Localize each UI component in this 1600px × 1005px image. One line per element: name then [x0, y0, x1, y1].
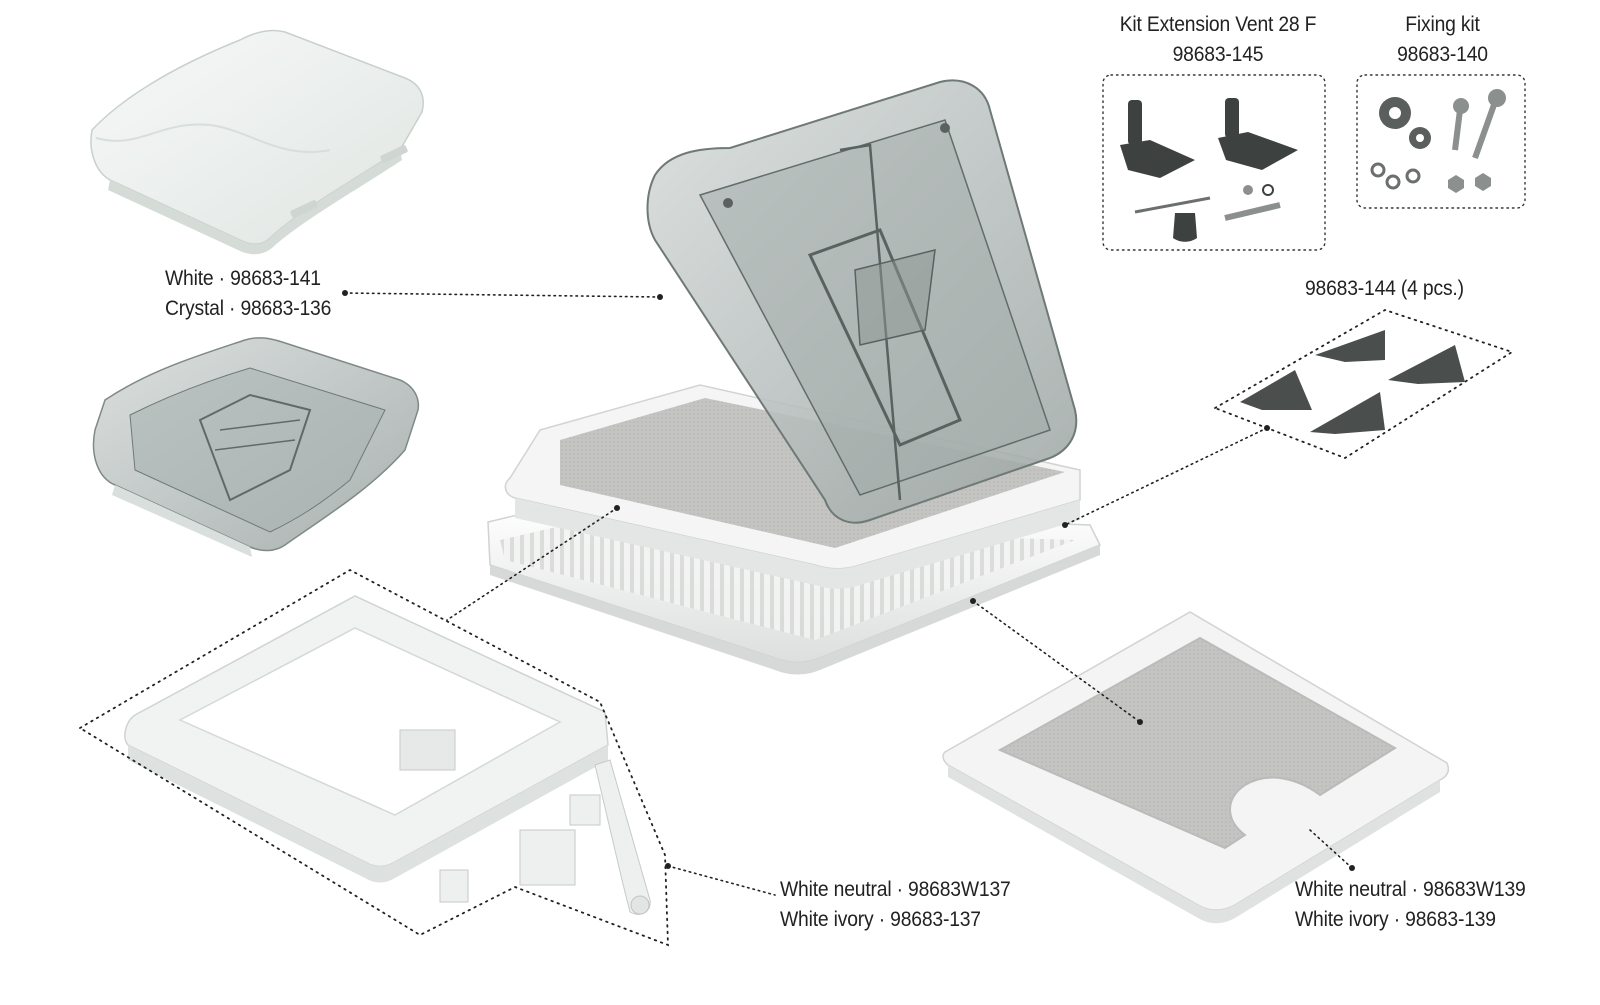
crystal-cover-part	[92, 337, 420, 557]
brackets-label: 98683-144 (4 pcs.)	[1305, 274, 1464, 304]
fixing-kit-parts	[1370, 89, 1506, 193]
cover-label-line2: Crystal · 98683-136	[165, 297, 332, 320]
cover-label: White · 98683-141 Crystal · 98683-136	[165, 264, 331, 324]
leader-lines	[342, 290, 1355, 896]
frame-label: White neutral · 98683W137 White ivory · …	[780, 875, 1011, 935]
brackets-label-line1: 98683-144 (4 pcs.)	[1305, 277, 1464, 300]
fixing-kit-label-line2: 98683-140	[1397, 43, 1488, 66]
cover-label-line1: White · 98683-141	[165, 267, 321, 290]
frame-label-line2: White ivory · 98683-137	[780, 908, 981, 931]
frame-label-line1: White neutral · 98683W137	[780, 878, 1011, 901]
frame-group-outline	[78, 568, 669, 947]
gear-icon	[1379, 97, 1431, 149]
screw-icon	[1452, 89, 1506, 160]
nut-icon	[1448, 173, 1491, 193]
inner-frame-part	[942, 611, 1450, 924]
inner-frame-label-line2: White ivory · 98683-139	[1295, 908, 1496, 931]
extension-kit-label-line1: Kit Extension Vent 28 F	[1119, 13, 1317, 36]
vent-assembly	[487, 79, 1102, 675]
brackets-group-outline	[1212, 309, 1515, 460]
white-cover-part	[90, 29, 424, 255]
extension-kit-label-line2: 98683-145	[1172, 43, 1264, 66]
inner-frame-label: White neutral · 98683W139 White ivory · …	[1295, 875, 1526, 935]
chain-icon	[1370, 162, 1421, 190]
extension-kit-parts	[1120, 98, 1298, 242]
brackets-parts	[1240, 330, 1465, 434]
fixing-kit-box	[1356, 74, 1526, 209]
extension-kit-label: Kit Extension Vent 28 F 98683-145	[1117, 10, 1319, 70]
inner-frame-label-line1: White neutral · 98683W139	[1295, 878, 1526, 901]
frame-part	[124, 595, 651, 915]
fixing-kit-label-line1: Fixing kit	[1405, 13, 1480, 36]
fixing-kit-label: Fixing kit 98683-140	[1380, 10, 1504, 70]
extension-kit-box	[1102, 74, 1326, 251]
